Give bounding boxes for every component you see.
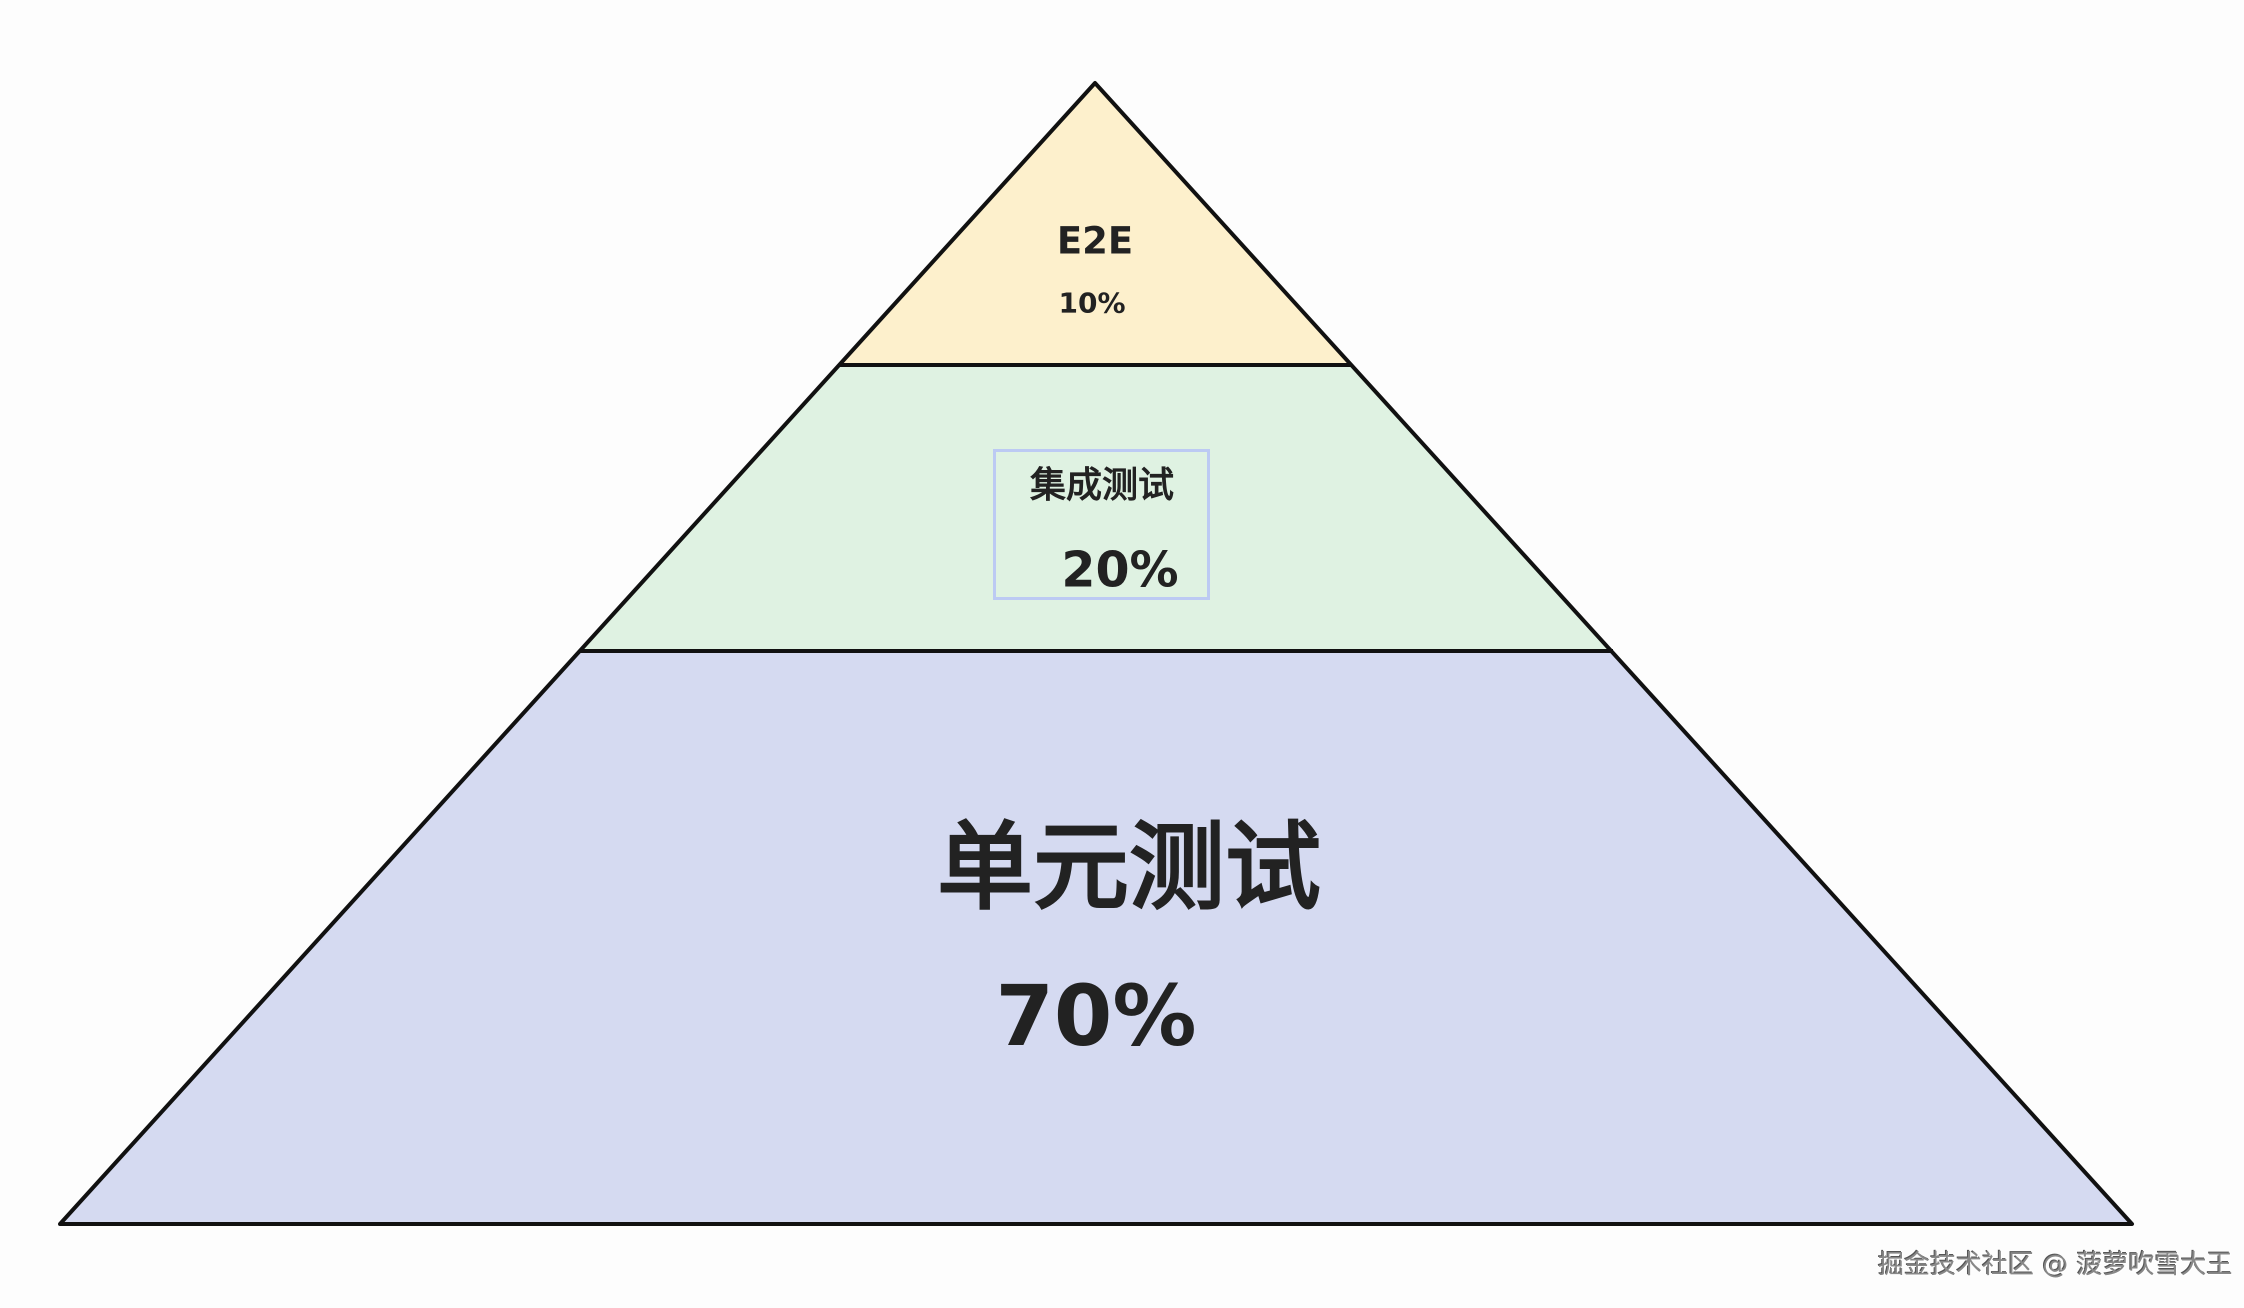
unit-percent: 70% <box>995 967 1197 1065</box>
integration-label: 集成测试 <box>1029 465 1175 506</box>
pyramid-outline <box>58 81 2134 1226</box>
unit-label: 单元测试 <box>937 811 1321 924</box>
watermark: 掘金技术社区 @ 菠萝吹雪大王 <box>1878 1250 2233 1280</box>
level-e2e <box>840 83 1351 365</box>
level-unit-tests <box>60 651 2132 1224</box>
level-integration-tests <box>580 365 1613 651</box>
e2e-label: E2E <box>1056 219 1134 263</box>
e2e-percent: 10% <box>1058 286 1126 320</box>
integration-percent: 20% <box>1061 541 1179 599</box>
integration-label-box <box>993 449 1210 600</box>
